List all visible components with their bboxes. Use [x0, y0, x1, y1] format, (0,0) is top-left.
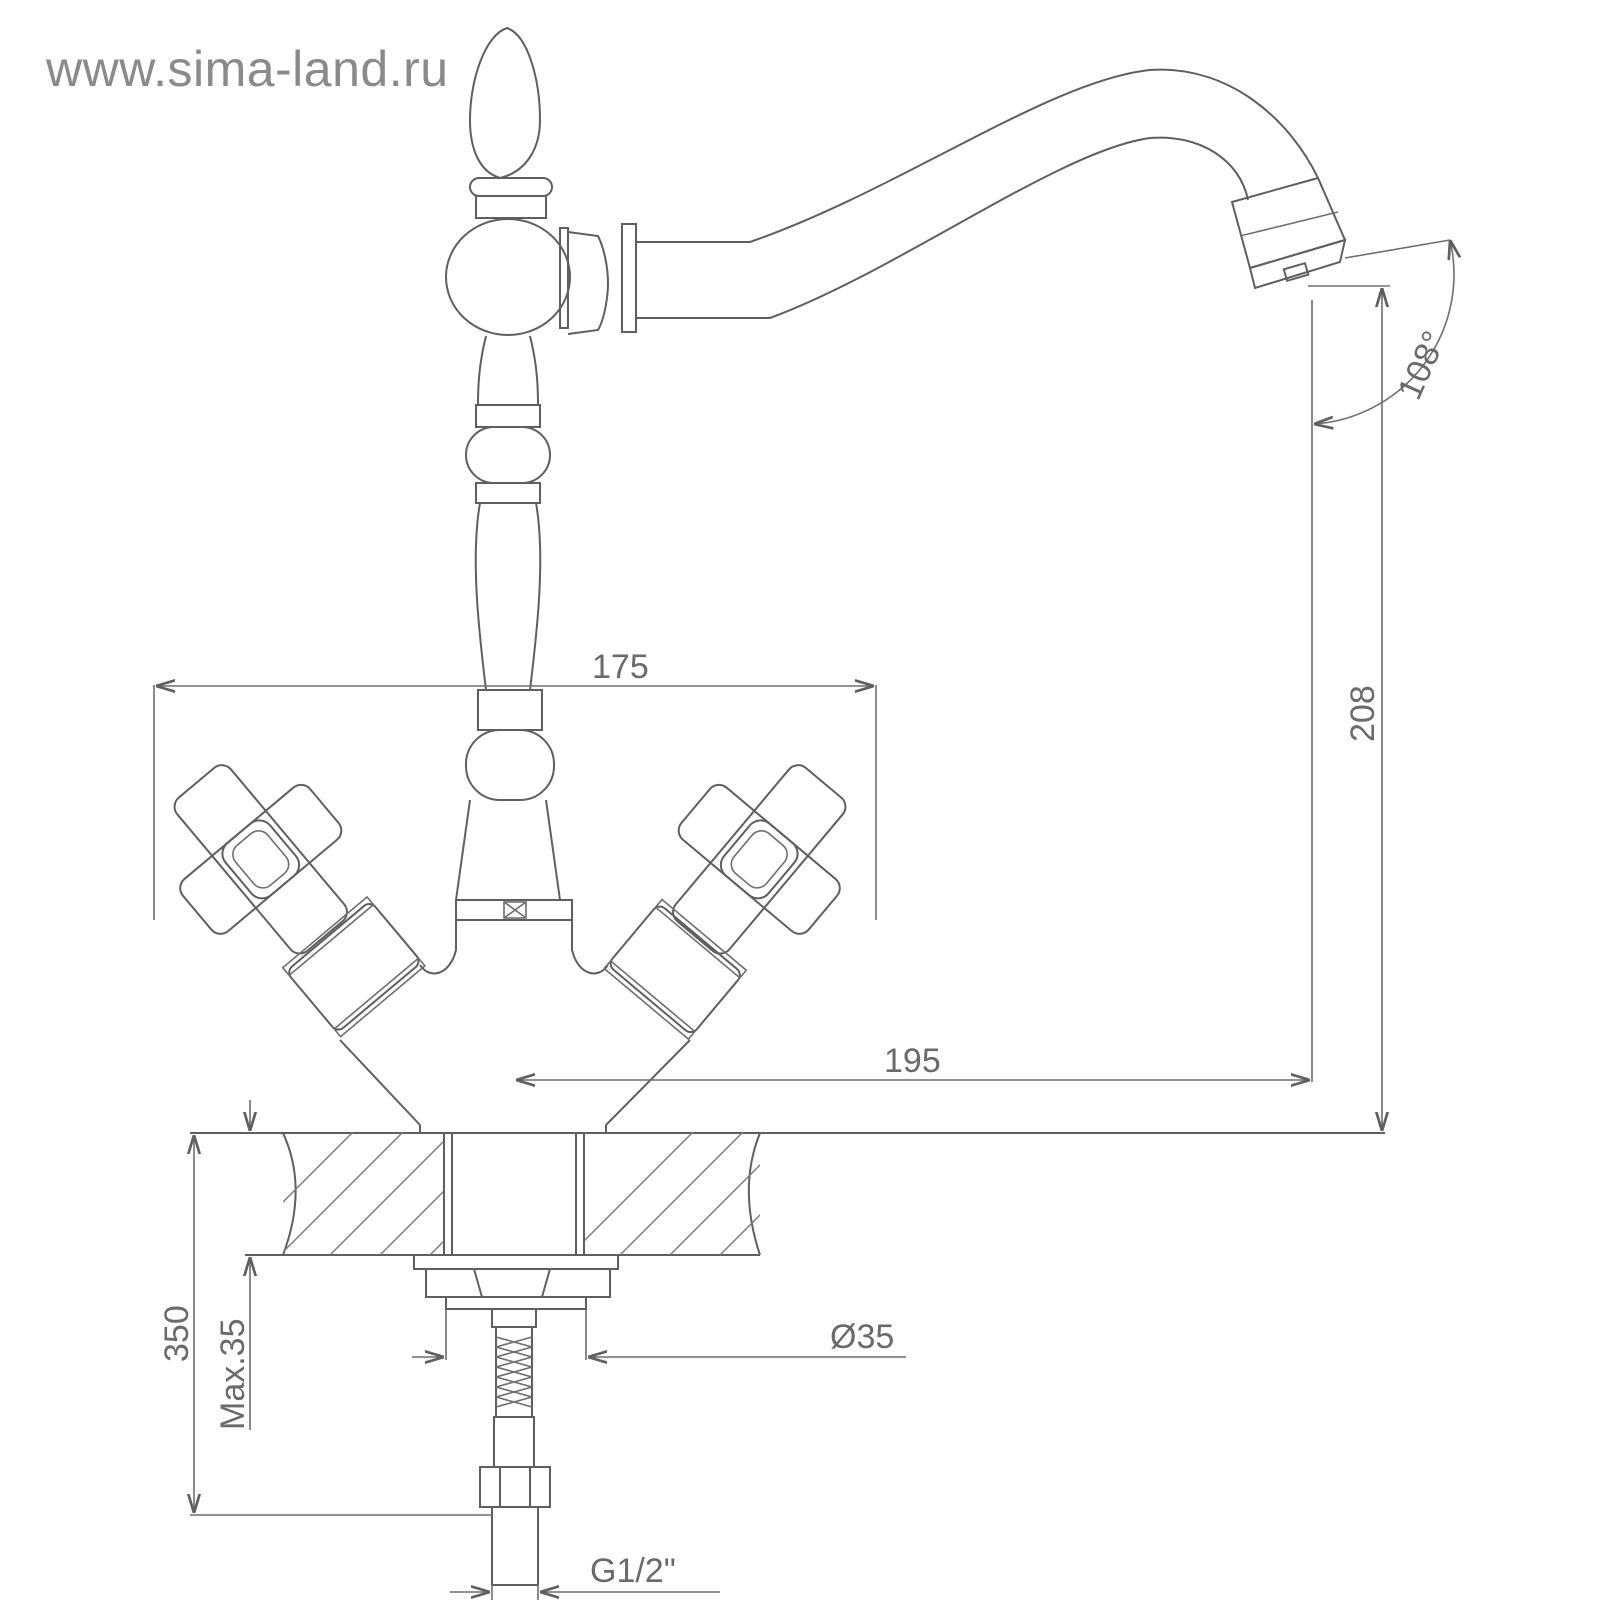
dim-thread-label: G1/2" — [590, 1552, 676, 1590]
countertop-section — [190, 1132, 1385, 1256]
mounting-hardware — [413, 1254, 619, 1586]
right-cross-handle — [603, 764, 847, 1041]
dim-175-label: 175 — [592, 648, 649, 686]
dim-max35-label: Max.35 — [214, 1319, 252, 1431]
dim-d35-label: Ø35 — [830, 1318, 894, 1356]
dim-108-angle-label: 108° — [1391, 326, 1454, 406]
dim-208-label: 208 — [1344, 685, 1382, 742]
dim-195-label: 195 — [884, 1042, 941, 1080]
faucet-body — [339, 26, 1347, 1133]
left-cross-handle — [173, 764, 427, 1038]
dimension-lines — [153, 240, 1454, 1600]
site-watermark: www.sima-land.ru — [46, 41, 449, 97]
dim-350-label: 350 — [158, 1305, 196, 1362]
